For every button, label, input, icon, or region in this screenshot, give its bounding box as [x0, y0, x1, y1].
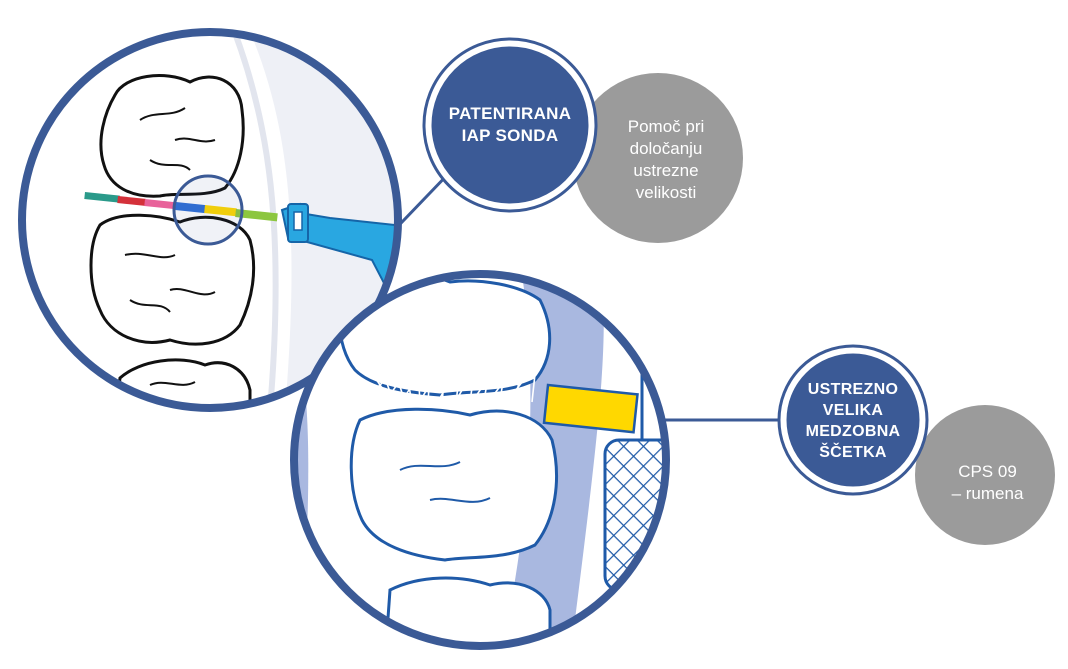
brush-sleeve [542, 383, 639, 434]
lower-tooth [89, 213, 256, 346]
probe-detail-text: Pomoč pri določanju ustrezne velikosti [627, 117, 705, 202]
upper-tooth [99, 74, 245, 198]
brush-title-text: USTREZNO VELIKA MEDZOBNA ŠČETKA [805, 381, 901, 461]
brush-detail-badge [915, 405, 1055, 545]
measurement-highlight [172, 174, 244, 246]
lower-tooth [349, 407, 558, 562]
probe-detail: Pomoč pri določanju ustrezne velikosti [600, 108, 732, 212]
brush-title: USTREZNO VELIKA MEDZOBNA ŠČETKA [793, 375, 913, 467]
probe-title-text: PATENTIRANA IAP SONDA [448, 104, 572, 145]
brush-frame [290, 270, 670, 650]
iap-probe [84, 192, 398, 287]
brush-cap [640, 363, 666, 449]
probe-frame [18, 28, 402, 412]
brush-detail-text: CPS 09 – rumena [951, 461, 1024, 503]
brush-bristles [369, 361, 536, 406]
brush-detail: CPS 09 – rumena [930, 455, 1045, 510]
probe-detail-badge [573, 73, 743, 243]
probe-title-badge [424, 39, 596, 211]
probe-title: PATENTIRANA IAP SONDA [440, 85, 580, 165]
brush-title-badge [779, 346, 927, 494]
